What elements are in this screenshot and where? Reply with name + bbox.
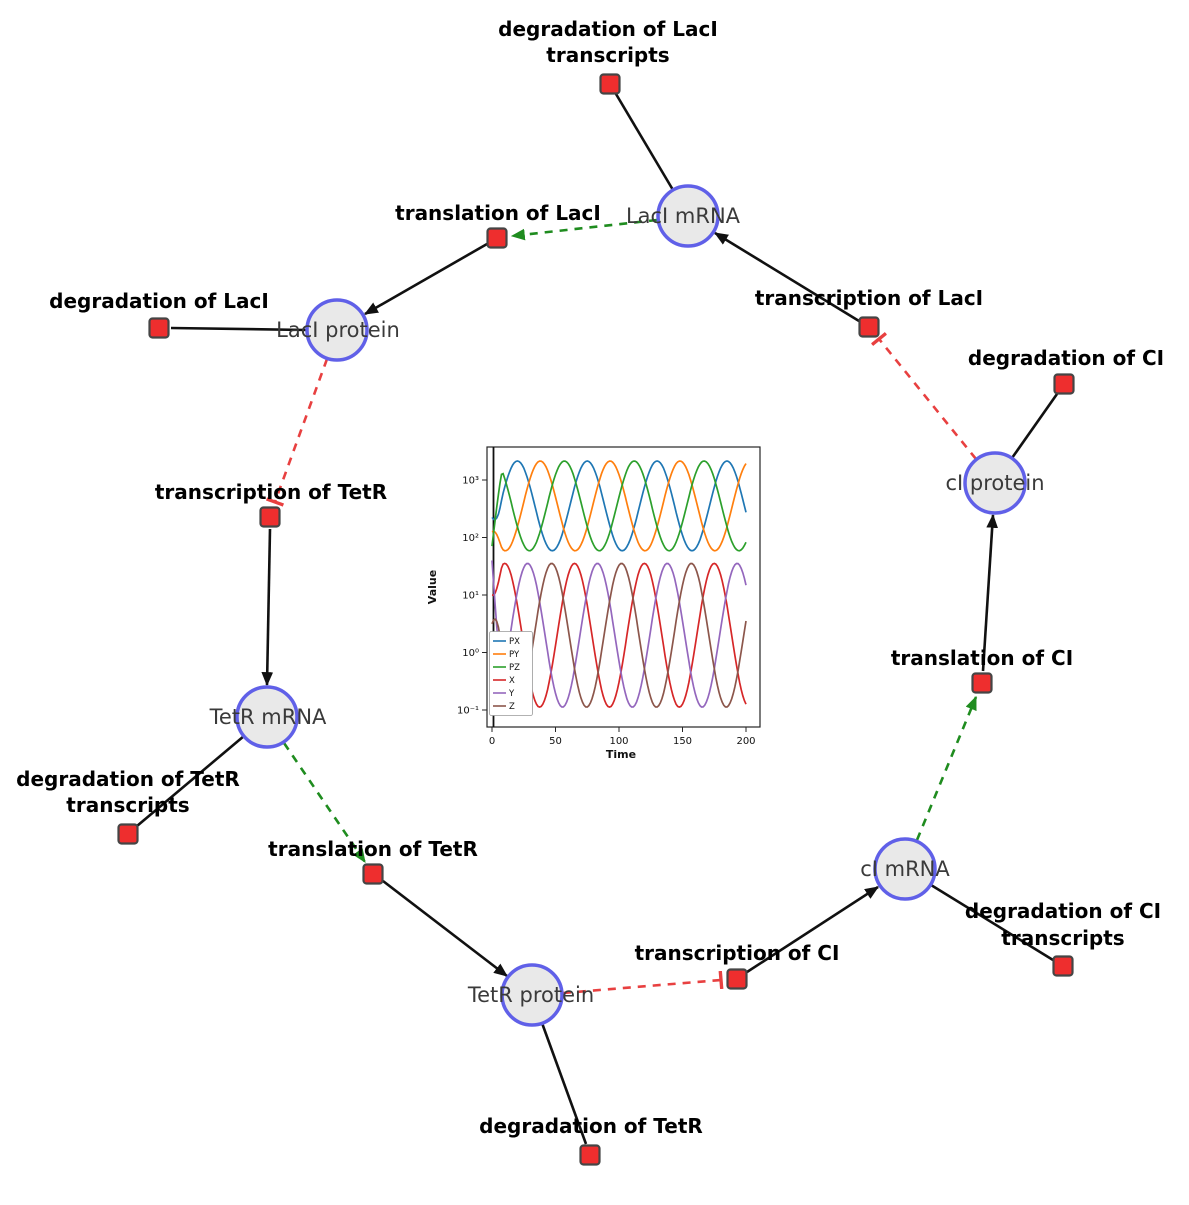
reaction-label: degradation of CI [965,899,1161,923]
edge-laci-mrna-to-degradation-transcripts [614,93,675,191]
edge-ci-mrna-modifies-translation-ci [915,695,978,841]
y-tick-label: 10⁰ [462,648,479,659]
reaction-label: transcription of CI [635,941,840,965]
edge-translation-ci-produces-ci-protein [981,513,999,672]
legend-box [489,631,533,716]
species-label-tetr-mrna: TetR mRNA [209,705,327,729]
chart-layers [491,447,747,727]
reaction-nodes [117,73,1075,1166]
reaction-node-degradation-tetr-transcripts [117,823,139,845]
chart-series-PY [491,460,747,552]
reaction-label: transcripts [546,43,669,67]
chart-series-Y [491,560,747,708]
edge-translation-laci-produces-laci-protein [363,242,488,316]
chart-series-PZ [491,460,747,552]
reaction-node-translation-tetr [362,863,384,885]
reaction-node-translation-laci [486,227,508,249]
species-node-ci-protein [963,451,1027,515]
reaction-label: degradation of TetR [16,767,240,791]
x-tick-label: 50 [549,736,562,747]
x-tick-label: 0 [489,736,495,747]
edge-laci-protein-to-degradation [170,326,308,332]
reaction-label: degradation of TetR [479,1114,703,1138]
x-axis-ticks: 0 50 100 150 200 [489,727,756,747]
edges [136,93,1059,1145]
edge-ci-protein-inhibits-transcription-laci [870,332,978,460]
edge-transcription-laci-produces-laci-mrna [714,231,860,323]
chart-series-layer [491,460,747,709]
legend-label-z: Z [509,702,515,712]
reaction-node-degradation-laci-transcripts [599,73,621,95]
x-tick-label: 200 [736,736,755,747]
species-node-laci-mrna [656,184,720,248]
species-label-laci-protein: LacI protein [276,318,400,342]
legend-label-py: PY [509,650,520,660]
legend-label-px: PX [509,637,520,647]
reaction-node-degradation-ci [1053,373,1075,395]
reaction-label: degradation of CI [968,346,1164,370]
reaction-label: translation of CI [891,646,1073,670]
reaction-node-degradation-laci [148,317,170,339]
species-label-laci-mrna: LacI mRNA [626,204,741,228]
y-axis-label: Value [426,570,439,604]
edge-ci-protein-to-degradation [1010,393,1059,459]
x-tick-label: 150 [673,736,692,747]
chart-series-X [491,562,747,709]
legend-label-pz: PZ [509,663,520,673]
species-node-laci-protein [305,298,369,362]
edge-laci-mrna-modifies-translation-laci [510,218,658,241]
x-axis-label: Time [606,748,636,761]
y-tick-label: 10⁻¹ [457,706,479,717]
reaction-label: degradation of LacI [49,289,269,313]
y-tick-label: 10² [462,533,479,544]
species-node-tetr-mrna [235,685,299,749]
x-tick-label: 100 [609,736,628,747]
chart-series-Z [491,562,747,708]
species-label-tetr-protein: TetR protein [467,983,594,1007]
reaction-node-transcription-tetr [259,506,281,528]
species-node-tetr-protein [500,963,564,1027]
edge-ci-mrna-to-degradation-transcripts [930,883,1054,962]
reaction-node-transcription-laci [858,316,880,338]
reaction-label: transcripts [1001,926,1124,950]
edge-tetr-mrna-to-degradation-transcripts [136,735,245,827]
reaction-label: translation of TetR [268,837,478,861]
reaction-node-translation-ci [971,672,993,694]
edge-translation-tetr-produces-tetr-protein [382,879,508,978]
species-label-ci-mrna: cI mRNA [860,857,950,881]
y-axis-ticks: 10³ 10² 10¹ 10⁰ 10⁻¹ [457,476,487,717]
legend-label-x: X [509,676,515,686]
reaction-labels: degradation of LacI transcripts translat… [16,17,1164,1138]
reaction-node-degradation-tetr [579,1144,601,1166]
legend-label-y: Y [508,689,515,699]
reaction-label: translation of LacI [395,201,601,225]
reaction-label: transcription of TetR [155,480,387,504]
edge-transcription-tetr-produces-tetr-mrna [261,528,274,687]
reaction-label: degradation of LacI [498,17,718,41]
edge-tetr-protein-inhibits-transcription-ci [562,970,724,995]
reaction-node-transcription-ci [726,968,748,990]
y-tick-label: 10³ [462,476,479,487]
species-nodes [235,184,1027,1027]
reaction-label: transcripts [66,793,189,817]
chart-legend: PX PY PZ X Y Z [489,631,533,716]
edge-tetr-protein-to-degradation [540,1022,588,1145]
reaction-node-degradation-ci-transcripts [1052,955,1074,977]
y-tick-label: 10¹ [462,591,479,602]
species-label-ci-protein: cI protein [945,471,1044,495]
simulation-inset: 10³ 10² 10¹ 10⁰ 10⁻¹ 0 50 100 150 200 Ti… [426,446,761,761]
species-labels: LacI mRNA LacI protein TetR mRNA TetR pr… [209,204,1045,1007]
edge-laci-protein-inhibits-transcription-tetr [265,358,329,507]
reaction-label: transcription of LacI [755,286,983,310]
edge-transcription-ci-produces-ci-mrna [746,885,879,974]
species-node-ci-mrna [873,837,937,901]
